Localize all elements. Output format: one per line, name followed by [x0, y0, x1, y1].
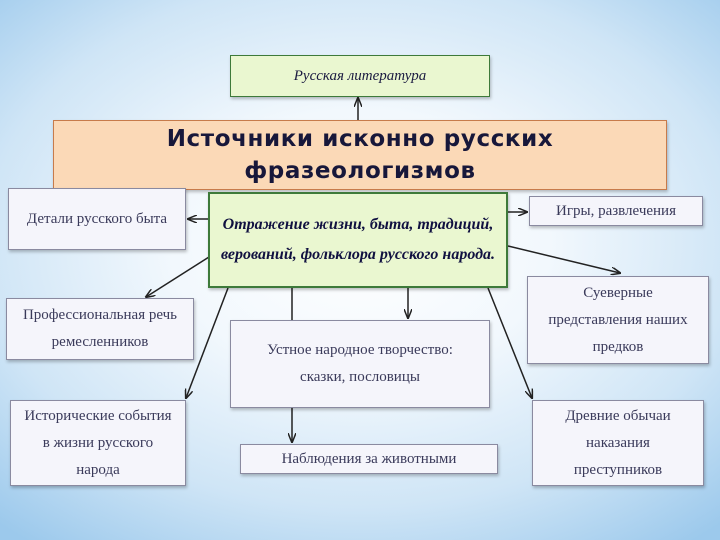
right-box-superstitions: Суеверные представления наших предков — [527, 276, 709, 364]
arrow-to-customs — [487, 287, 532, 398]
arrow-to-superstitions — [507, 245, 620, 273]
center-box: Отражение жизни, быта, традиций, верован… — [208, 192, 508, 288]
bottom-box-animals: Наблюдения за животными — [240, 444, 498, 474]
arrow-to-history — [186, 287, 229, 398]
left-box-crafts: Профессиональная речь ремесленников — [6, 298, 194, 360]
top-box-russian-literature: Русская литература — [230, 55, 490, 97]
arrow-to-crafts — [146, 249, 221, 297]
right-box-customs: Древние обычаи наказания преступников — [532, 400, 704, 486]
right-box-games: Игры, развлечения — [529, 196, 703, 226]
bottom-box-folklore: Устное народное творчество: сказки, посл… — [230, 320, 490, 408]
diagram-title: Источники исконно русских фразеологизмов — [53, 120, 667, 190]
left-box-daily-life: Детали русского быта — [8, 188, 186, 250]
left-box-history: Исторические события в жизни русского на… — [10, 400, 186, 486]
